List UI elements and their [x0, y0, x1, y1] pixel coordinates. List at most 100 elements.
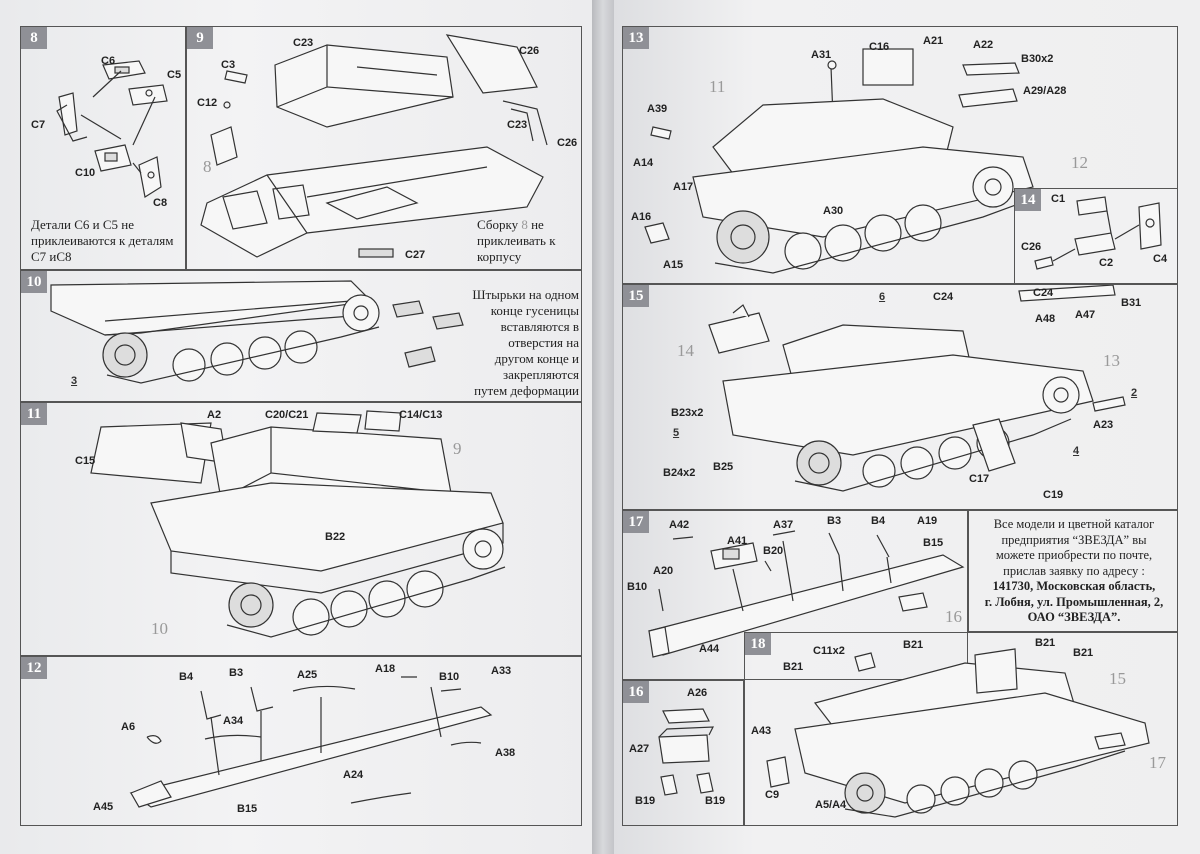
ghost-ref: 14 [677, 341, 694, 360]
note-text: не приклеивать к корпусу [477, 217, 556, 264]
part-label: C26 [1021, 241, 1042, 253]
part-label: C24 [933, 291, 954, 303]
step-number: 18 [745, 633, 771, 655]
note-text: Сборку [477, 217, 519, 232]
step-number: 9 [187, 27, 213, 49]
part-label: C10 [75, 167, 96, 179]
step-10-drawing [50, 280, 464, 384]
step-number: 8 [21, 27, 47, 49]
part-label: C7 [31, 119, 46, 131]
part-label: B20 [763, 545, 784, 557]
part-label: C4 [1153, 253, 1168, 265]
ghost-ref: 13 [1103, 351, 1120, 370]
assembly-ref: 6 [879, 291, 886, 303]
step-number: 15 [623, 285, 649, 307]
part-label: A26 [687, 687, 708, 699]
step-11-drawing [90, 410, 506, 638]
ghost-ref: 12 [1071, 153, 1088, 172]
step-number: 10 [21, 271, 47, 293]
step-10-panel: 10 3 Штырьки на одном конце гусеницы вст… [20, 270, 582, 402]
ghost-ref: 8 [203, 157, 212, 176]
ad-line: ОАО “ЗВЕЗДА”. [1027, 610, 1121, 624]
part-label: C20/C21 [265, 409, 309, 421]
part-label: A41 [727, 535, 748, 547]
part-label: A16 [631, 211, 652, 223]
part-label: A38 [495, 747, 516, 759]
part-label: A17 [673, 181, 694, 193]
part-label: B23x2 [671, 407, 704, 419]
step-9-note: Сборку 8 не приклеивать к корпусу [477, 217, 577, 265]
part-label: A15 [663, 259, 684, 271]
step-14-panel: 14 C1 C26 C2 C4 [1014, 188, 1178, 284]
ghost-ref: 11 [709, 77, 726, 96]
step-12-drawing [129, 676, 493, 808]
ghost-ref: 10 [151, 619, 168, 638]
step-16-panel: 16 A26 A27 B19 B19 [622, 680, 744, 826]
part-label: A19 [917, 515, 938, 527]
part-label: A31 [811, 49, 832, 61]
step-9-panel: 9 C3 C23 C26 C12 C23 C26 C27 8 Сборку 8 … [186, 26, 582, 270]
part-label: A30 [823, 205, 844, 217]
part-label: B10 [439, 671, 460, 683]
part-label: A34 [223, 715, 244, 727]
part-label: C14/C13 [399, 409, 443, 421]
step-9-drawing [200, 34, 548, 258]
step-number: 11 [21, 403, 47, 425]
assembly-ref: 5 [673, 427, 680, 439]
part-label: B24x2 [663, 467, 696, 479]
part-label: B10 [627, 581, 648, 593]
part-label: A25 [297, 669, 318, 681]
part-label: A47 [1075, 309, 1096, 321]
ad-line: Все модели и цветной каталог [993, 517, 1155, 531]
part-label: C12 [197, 97, 218, 109]
step-8-note: Детали С6 и С5 не приклеиваются к деталя… [31, 217, 174, 264]
part-label: A6 [121, 721, 136, 733]
part-label: C24 [1033, 287, 1054, 299]
part-label: B19 [635, 795, 656, 807]
part-label: C2 [1099, 257, 1114, 269]
part-label: C3 [221, 59, 236, 71]
assembly-ref: 3 [71, 375, 78, 387]
mail-order-text: Все модели и цветной каталог предприятия… [975, 517, 1173, 626]
part-label: A44 [699, 643, 720, 655]
part-label: B15 [923, 537, 944, 549]
part-label: A45 [93, 801, 114, 813]
part-label: C1 [1051, 193, 1066, 205]
page-gutter [592, 0, 614, 854]
step-16-drawing [658, 708, 714, 796]
step-17-panel: 17 A42 A41 A37 B3 B4 A19 B20 B15 A20 B10… [622, 510, 968, 680]
step-15-drawing [708, 285, 1126, 492]
part-label: A37 [773, 519, 794, 531]
ghost-ref: 15 [1109, 669, 1126, 688]
part-label: C9 [765, 789, 780, 801]
ghost-ref: 9 [453, 439, 462, 458]
mail-order-box: Все модели и цветной каталог предприятия… [968, 510, 1178, 632]
part-label: B31 [1121, 297, 1142, 309]
part-label: A24 [343, 769, 364, 781]
part-label: B3 [827, 515, 842, 527]
part-label: A23 [1093, 419, 1114, 431]
step-number: 12 [21, 657, 47, 679]
ad-line: г. Лобня, ул. Промышленная, 2, [984, 594, 1164, 609]
part-label: B4 [871, 515, 886, 527]
step-number: 17 [623, 511, 649, 533]
step-18-panel: 18 C11x2 B21 B21 B21 B21 A43 C9 A5/A4 15… [744, 632, 1178, 826]
part-label: B4 [179, 671, 194, 683]
part-label: A2 [207, 409, 222, 421]
part-label: A21 [923, 35, 944, 47]
part-label: C26 [557, 137, 578, 149]
part-label: B21 [1035, 637, 1056, 649]
part-label: B21 [783, 661, 804, 673]
part-label: B15 [237, 803, 258, 815]
part-label: B19 [705, 795, 726, 807]
part-label: A27 [629, 743, 650, 755]
assembly-ref: 2 [1131, 387, 1138, 399]
step-10-note: Штырьки на одном конце гусеницы вставляю… [472, 287, 579, 401]
part-label: C19 [1043, 489, 1064, 501]
step-17-drawing [648, 530, 965, 658]
part-label: C6 [101, 55, 116, 67]
ad-line: можете приобрести по почте, [995, 548, 1153, 562]
step-12-panel: 12 B4 B3 A25 A18 B10 A33 A6 A34 A38 A24 … [20, 656, 582, 826]
part-label: C5 [167, 69, 182, 81]
step-number: 13 [623, 27, 649, 49]
